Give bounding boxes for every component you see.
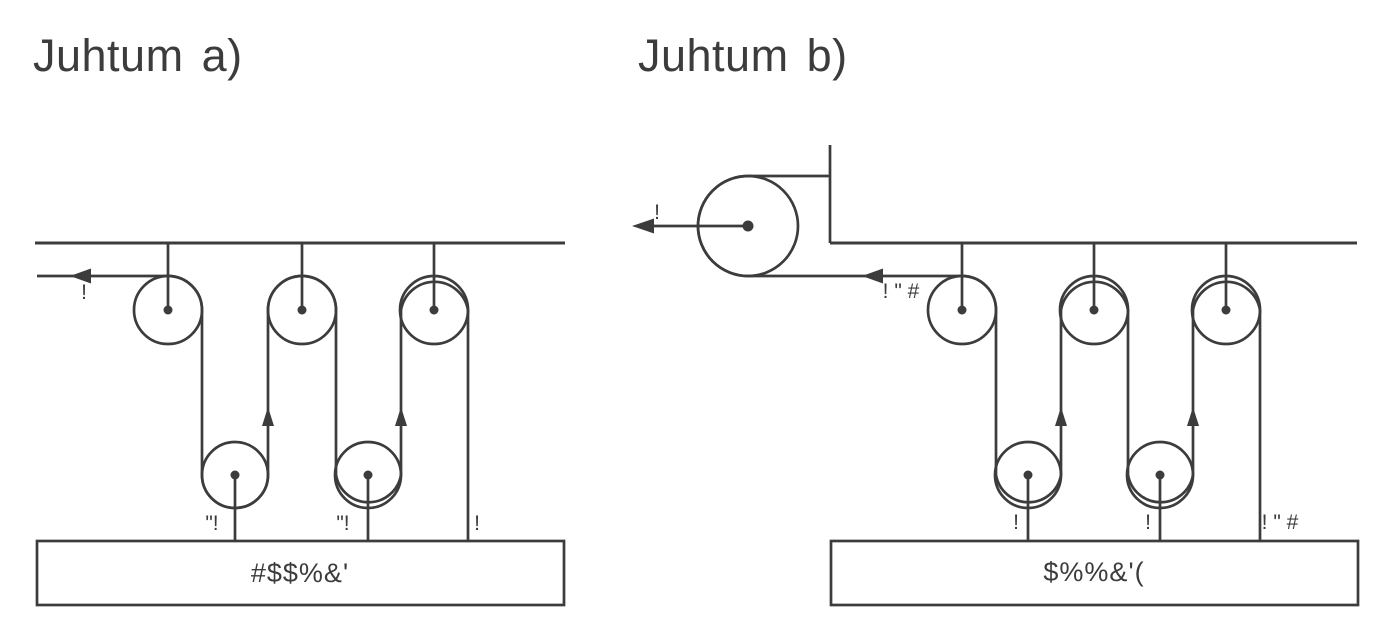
rod-label-b2: ! (1145, 511, 1151, 534)
axle-dot-b-large (742, 220, 754, 232)
pull-force-label-a: ! (81, 281, 87, 304)
end-rope-label-a: ! (474, 512, 480, 535)
axle-dot-b5 (1155, 470, 1165, 480)
rope-force-label-b: ! " # (883, 280, 920, 303)
axle-dot-a3 (429, 305, 439, 315)
end-rope-label-b: ! " # (1262, 511, 1299, 534)
rope-arrowhead-b (862, 268, 883, 284)
axle-dot-b2 (1089, 305, 1099, 315)
rope-a (37, 274, 470, 541)
load-label-a: #$$%&' (251, 558, 349, 588)
diagram-b-title: Juhtum b) (638, 30, 848, 81)
load-label-b: $%%&'( (1043, 557, 1144, 587)
up-arrow-a2 (395, 407, 407, 426)
rod-label-a1: "! (205, 512, 218, 535)
axle-dot-b3 (1221, 305, 1231, 315)
rod-label-b1: ! (1013, 511, 1019, 534)
diagram-a-title: Juhtum a) (33, 30, 243, 81)
pull-arrowhead-a (70, 268, 91, 284)
diagram-a: Juhtum a) #$$%&' ! " (33, 30, 566, 607)
load-box-a (35, 539, 566, 607)
axle-arrowhead-b (632, 218, 654, 234)
axle-dot-a4 (230, 470, 240, 480)
axle-dot-a2 (297, 305, 307, 315)
axle-dot-a1 (163, 305, 173, 315)
up-arrow-b2 (1187, 407, 1199, 426)
axle-dot-a5 (363, 470, 373, 480)
load-box-b (829, 539, 1360, 607)
axle-dot-b1 (957, 305, 967, 315)
rod-label-a2: "! (336, 512, 349, 535)
axle-dot-b4 (1023, 470, 1033, 480)
diagram-b: Juhtum b) (632, 30, 1360, 607)
rope-b (696, 174, 1262, 541)
axle-force-label-b: ! (654, 201, 660, 224)
up-arrow-a1 (262, 407, 274, 426)
up-arrow-b1 (1055, 407, 1067, 426)
